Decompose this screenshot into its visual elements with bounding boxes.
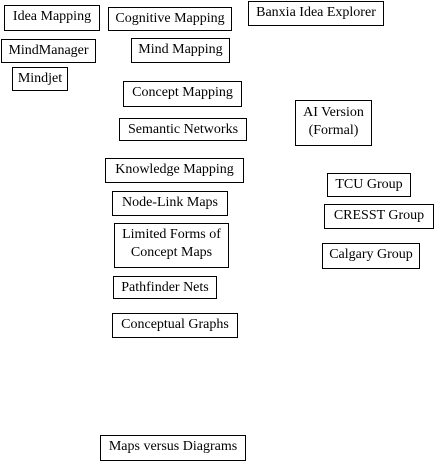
- node-mindmanager[interactable]: MindManager: [1, 39, 96, 63]
- node-mind-mapping[interactable]: Mind Mapping: [131, 38, 230, 63]
- node-label: MindManager: [8, 43, 89, 58]
- node-label: Pathfinder Nets: [121, 280, 209, 295]
- node-label: Concept Mapping: [132, 85, 233, 100]
- node-tcu-group[interactable]: TCU Group: [327, 173, 411, 197]
- node-label-line-2: (Formal): [308, 123, 359, 138]
- node-conceptual-graphs[interactable]: Conceptual Graphs: [112, 313, 238, 338]
- node-semantic-networks[interactable]: Semantic Networks: [119, 118, 247, 141]
- node-calgary-group[interactable]: Calgary Group: [322, 243, 420, 269]
- node-label: Cognitive Mapping: [115, 11, 225, 26]
- node-label-line-1: AI Version: [303, 105, 364, 120]
- node-label: Calgary Group: [329, 247, 413, 262]
- node-label-line-1: Limited Forms of: [122, 227, 221, 242]
- node-label: CRESST Group: [333, 208, 425, 223]
- node-mindjet[interactable]: Mindjet: [12, 67, 68, 91]
- node-cresst-group[interactable]: CRESST Group: [324, 204, 434, 229]
- node-idea-mapping[interactable]: Idea Mapping: [4, 5, 100, 31]
- node-label: Banxia Idea Explorer: [256, 5, 376, 20]
- node-limited-forms-concept-maps[interactable]: Limited Forms of Concept Maps: [114, 223, 229, 268]
- node-label: Knowledge Mapping: [115, 162, 234, 177]
- node-concept-mapping[interactable]: Concept Mapping: [123, 81, 242, 107]
- node-pathfinder-nets[interactable]: Pathfinder Nets: [113, 276, 217, 299]
- node-label: Semantic Networks: [127, 122, 239, 137]
- node-label: Mind Mapping: [138, 42, 223, 57]
- node-label: Idea Mapping: [12, 9, 92, 24]
- node-label: Maps versus Diagrams: [108, 439, 238, 454]
- node-maps-versus-diagrams[interactable]: Maps versus Diagrams: [100, 435, 246, 461]
- node-label: TCU Group: [335, 177, 403, 192]
- node-banxia-idea-explorer[interactable]: Banxia Idea Explorer: [248, 1, 384, 26]
- node-label: Node-Link Maps: [121, 195, 219, 210]
- node-label: Mindjet: [17, 71, 63, 86]
- node-label-line-2: Concept Maps: [130, 245, 213, 260]
- node-node-link-maps[interactable]: Node-Link Maps: [112, 191, 228, 216]
- node-ai-version[interactable]: AI Version (Formal): [295, 100, 372, 146]
- node-label: Conceptual Graphs: [121, 317, 229, 332]
- node-cognitive-mapping[interactable]: Cognitive Mapping: [108, 7, 232, 31]
- node-knowledge-mapping[interactable]: Knowledge Mapping: [105, 158, 244, 183]
